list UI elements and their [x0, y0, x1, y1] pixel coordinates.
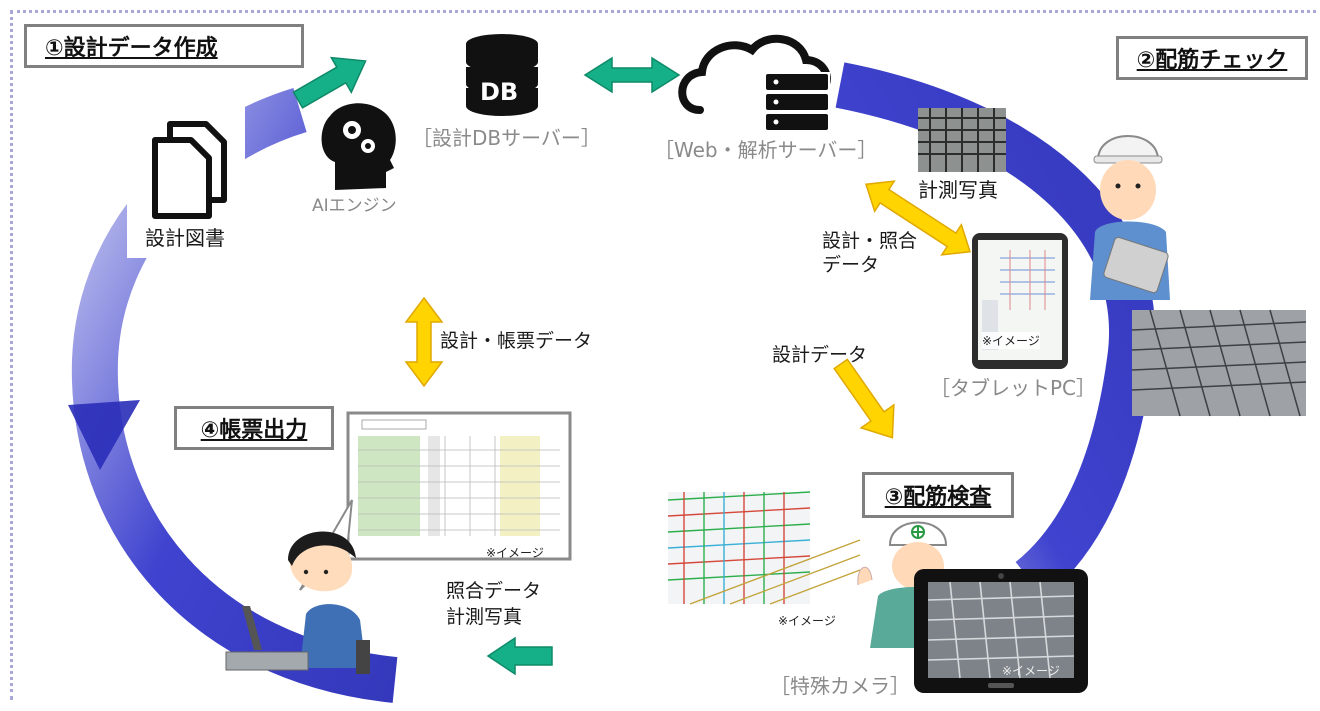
report-sheet — [299, 411, 572, 591]
step3-box: ③配筋検査 — [862, 472, 1014, 518]
db-icon-text: DB — [480, 78, 519, 106]
step1-label: ①設計データ作成 — [45, 36, 218, 61]
green-arrow-to-report — [486, 636, 553, 676]
rebar-3d-model — [667, 491, 861, 605]
step3-label: ③配筋検査 — [884, 485, 992, 510]
step4-label: ④帳票出力 — [200, 418, 308, 443]
measurement-photo — [918, 108, 1006, 172]
image-note-report: ※イメージ — [486, 546, 544, 560]
yellow-arrow-photo-tablet — [865, 180, 971, 256]
flow-design-match-line1: 設計・照合 — [822, 230, 918, 252]
image-note-camera: ※イメージ — [1002, 664, 1060, 678]
green-arrow-db-web — [583, 56, 681, 94]
worker-at-laptop — [225, 531, 370, 674]
database-icon — [466, 34, 538, 116]
yellow-arrow-design-data — [833, 358, 895, 439]
special-camera-caption: ［特殊カメラ］ — [770, 674, 910, 698]
cloud-server-icon — [678, 34, 831, 136]
flow-match-photo-line1: 照合データ — [446, 580, 542, 602]
special-camera — [914, 569, 1088, 693]
web-server-caption: ［Web・解析サーバー］ — [654, 138, 878, 162]
ai-engine-label: AIエンジン — [312, 196, 397, 216]
cycle-arrowhead-left — [68, 400, 140, 470]
image-note-3d: ※イメージ — [778, 614, 836, 628]
green-arrow-to-db — [292, 56, 367, 109]
db-server-caption: ［設計DBサーバー］ — [412, 126, 601, 150]
measurement-photo-label: 計測写真 — [918, 178, 998, 202]
flow-design-match-line2: データ — [822, 254, 880, 276]
flow-match-photo-line2: 計測写真 — [446, 606, 523, 628]
step1-box: ①設計データ作成 — [24, 24, 304, 68]
step4-box: ④帳票出力 — [174, 406, 334, 450]
rebar-site-photo — [1131, 309, 1307, 417]
flow-design-data-label: 設計データ — [772, 344, 868, 366]
flow-design-report-label: 設計・帳票データ — [440, 330, 593, 352]
image-note-tablet: ※イメージ — [982, 332, 1040, 349]
documents-icon — [127, 100, 245, 258]
tablet-pc-caption: ［タブレットPC］ — [930, 376, 1097, 400]
ai-head-icon — [321, 103, 396, 190]
worker-with-tablet — [1090, 135, 1170, 300]
step2-box: ②配筋チェック — [1116, 36, 1308, 80]
yellow-arrow-vertical — [404, 296, 444, 388]
dotted-frame — [10, 10, 1316, 700]
step2-label: ②配筋チェック — [1136, 48, 1288, 73]
design-docs-label: 設計図書 — [145, 226, 225, 250]
